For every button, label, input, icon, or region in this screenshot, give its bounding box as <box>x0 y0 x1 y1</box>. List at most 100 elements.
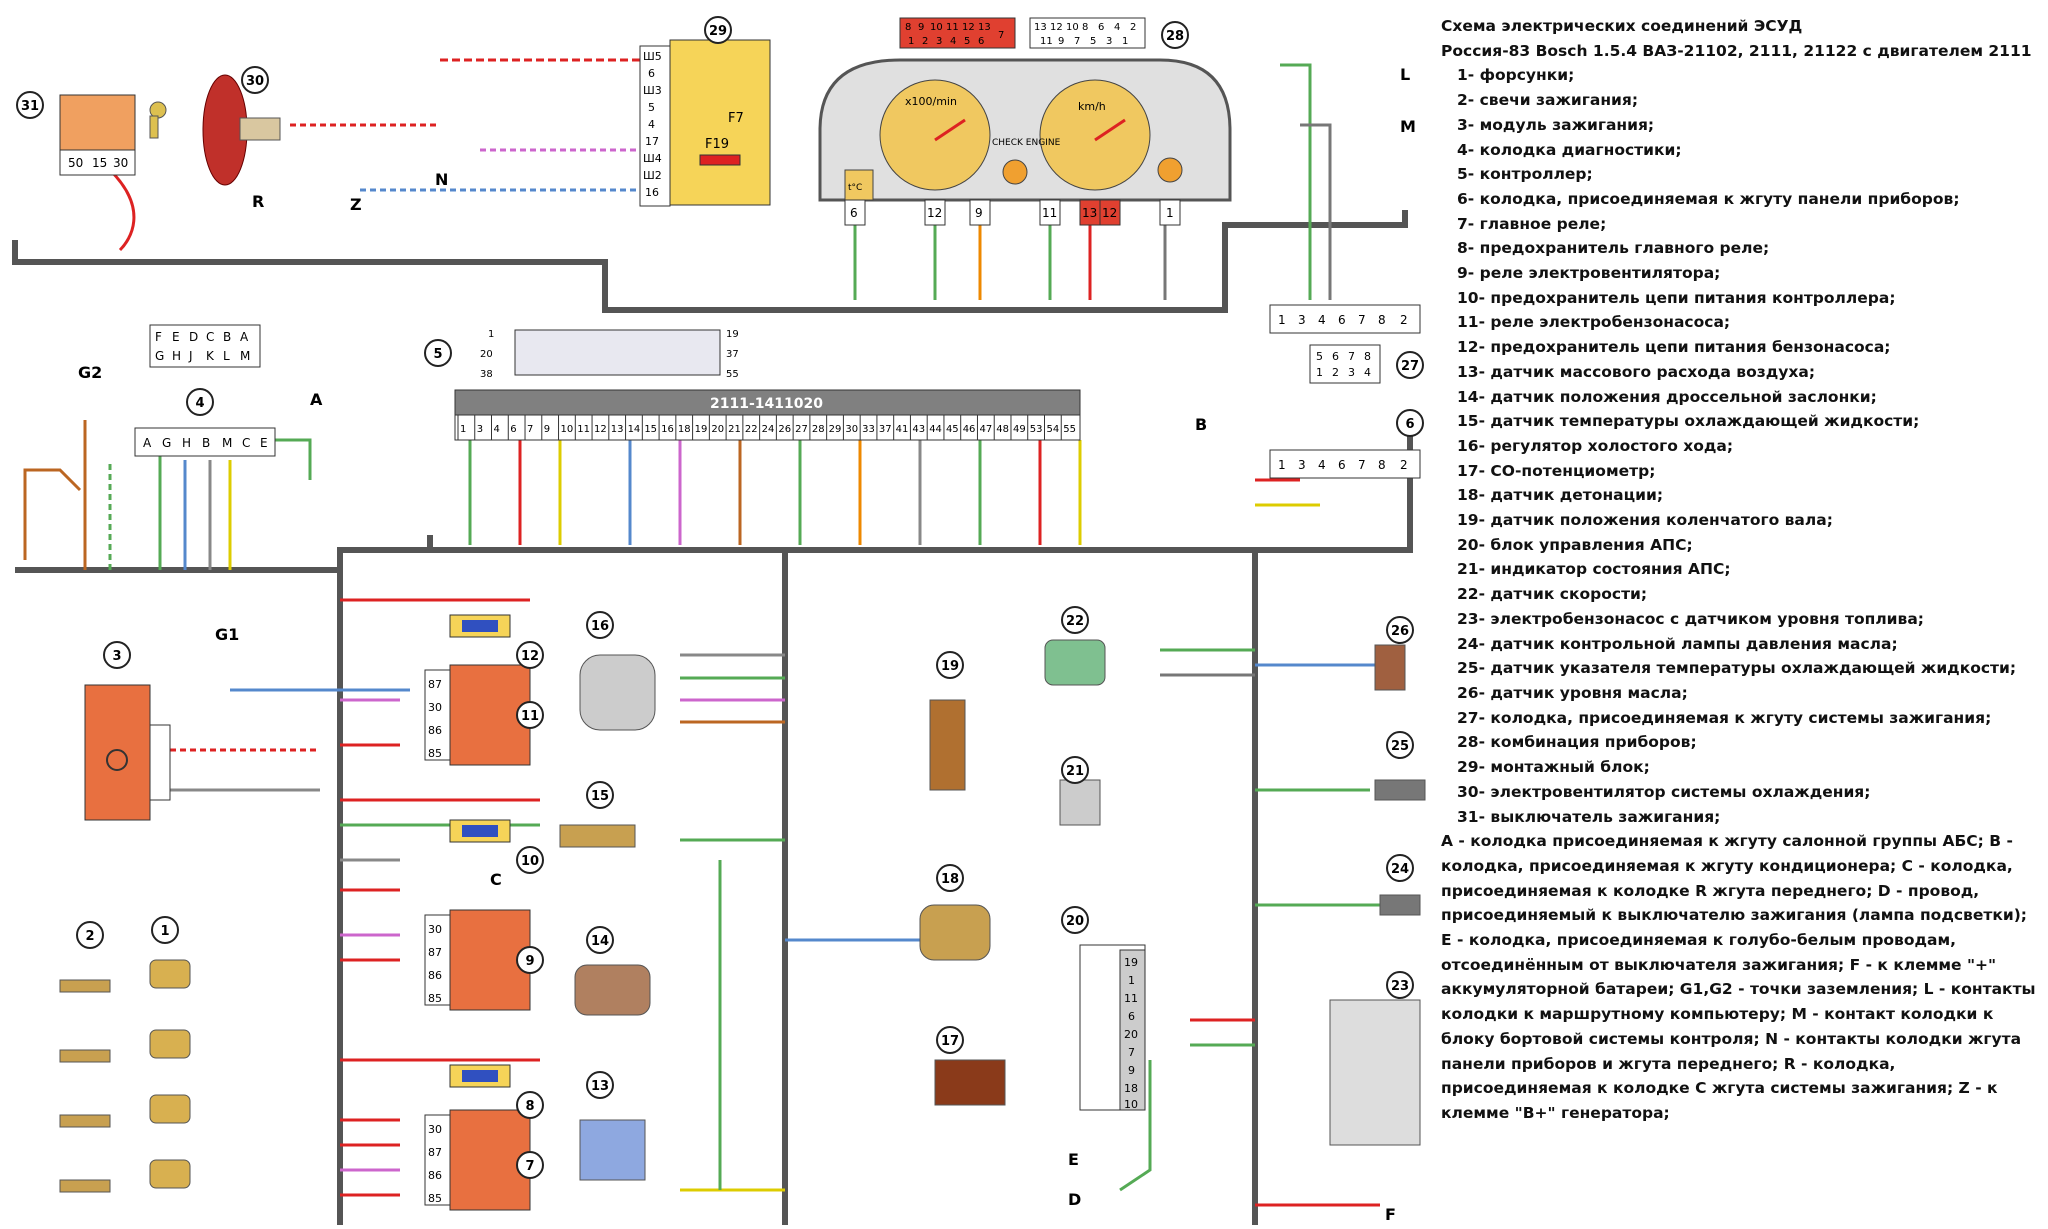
ignition-module <box>84 684 171 821</box>
coolant-gauge-sensor-icon <box>1374 779 1426 801</box>
legend-item: 21- индикатор состояния АПС; <box>1457 560 1731 579</box>
svg-text:12: 12 <box>927 206 942 220</box>
legend-item: 29- монтажный блок; <box>1457 758 1650 777</box>
callout-circle <box>1386 731 1414 759</box>
idle-regulator-icon <box>579 654 656 731</box>
speed-sensor-icon <box>1044 639 1106 686</box>
callout-circle <box>16 91 44 119</box>
letter-marker: G1 <box>215 625 239 644</box>
svg-text:km/h: km/h <box>1078 100 1106 113</box>
harness-trunks <box>12 210 1413 1225</box>
svg-text:6: 6 <box>1332 350 1339 363</box>
svg-text:4: 4 <box>1114 22 1120 33</box>
controller-connector-icon: 1 20 38 19 37 55 <box>480 329 739 380</box>
controller-pin-label: 44 <box>929 424 942 435</box>
letter-marker: R <box>252 192 264 211</box>
fuse-10 <box>449 819 511 843</box>
controller-pin-label: 48 <box>996 424 1009 435</box>
callout-circle <box>424 339 452 367</box>
maf-sensor-icon <box>579 1119 646 1181</box>
letter-marker: E <box>1068 1150 1079 1169</box>
svg-text:8: 8 <box>1378 458 1386 472</box>
svg-text:3: 3 <box>1298 313 1306 327</box>
callout-label: 2 <box>85 929 94 944</box>
svg-text:87: 87 <box>428 678 442 691</box>
controller-pin-label: 30 <box>845 424 858 435</box>
svg-text:30: 30 <box>428 1123 442 1136</box>
svg-text:2: 2 <box>1332 366 1339 379</box>
svg-text:17: 17 <box>645 135 659 148</box>
letter-marker: A <box>310 390 323 409</box>
oil-level-sensor-icon <box>1374 644 1406 691</box>
callout-circle <box>516 641 544 669</box>
svg-text:6: 6 <box>850 206 858 220</box>
callout-label: 14 <box>591 934 609 949</box>
svg-text:6: 6 <box>1338 458 1346 472</box>
legend-item: 19- датчик положения коленчатого вала; <box>1457 511 1833 530</box>
svg-text:10: 10 <box>1066 22 1079 33</box>
controller-pin-label: 43 <box>912 424 925 435</box>
cluster-pin-boxes: 6 12 9 11 13 12 1 <box>844 199 1181 226</box>
svg-text:A: A <box>240 330 249 344</box>
controller-pin-label: 18 <box>678 424 691 435</box>
mount-block: Ш5 6 Ш3 5 4 17 Ш4 Ш2 16 F7 F19 <box>639 39 771 207</box>
svg-text:B: B <box>223 330 231 344</box>
legend-item: 11- реле электробензонасоса; <box>1457 313 1731 332</box>
legend-item: 17- СО-потенциометр; <box>1457 461 1656 480</box>
legend-item: 5- контроллер; <box>1457 165 1593 184</box>
svg-text:30: 30 <box>428 701 442 714</box>
svg-text:2: 2 <box>1400 313 1408 327</box>
svg-text:8: 8 <box>905 22 911 33</box>
svg-text:1: 1 <box>488 329 494 340</box>
callout-label: 30 <box>246 74 264 89</box>
controller-pin-label: 10 <box>561 424 574 435</box>
callout-circle <box>1061 756 1089 784</box>
svg-text:38: 38 <box>480 369 493 380</box>
controller-pin-label: 29 <box>829 424 842 435</box>
svg-text:12: 12 <box>1102 206 1117 220</box>
controller-pin-label: 13 <box>611 424 624 435</box>
callout-circle <box>1061 906 1089 934</box>
svg-text:87: 87 <box>428 946 442 959</box>
callout-label: 27 <box>1401 359 1419 374</box>
callout-circle <box>186 388 214 416</box>
svg-text:C: C <box>242 436 250 450</box>
throttle-sensor-icon <box>574 964 651 1016</box>
controller-pin-label: 16 <box>661 424 674 435</box>
controller-pin-label: 19 <box>695 424 708 435</box>
svg-text:12: 12 <box>962 22 975 33</box>
svg-text:8: 8 <box>1364 350 1371 363</box>
callout-circle <box>586 781 614 809</box>
legend-item: 22- датчик скорости; <box>1457 585 1648 604</box>
svg-text:E: E <box>172 330 180 344</box>
svg-text:F19: F19 <box>705 137 729 152</box>
svg-text:8: 8 <box>1082 22 1088 33</box>
svg-text:9: 9 <box>918 22 924 33</box>
legend-item: 1- форсунки; <box>1457 66 1575 85</box>
callout-circle <box>586 926 614 954</box>
svg-text:87: 87 <box>428 1146 442 1159</box>
svg-text:C: C <box>206 330 214 344</box>
callout-label: 22 <box>1066 614 1084 629</box>
callout-circle <box>1386 616 1414 644</box>
letter-marker: F <box>1385 1205 1396 1224</box>
letter-marker: N <box>435 170 448 189</box>
svg-text:85: 85 <box>428 1192 442 1205</box>
callout-label: 11 <box>521 709 539 724</box>
legend-items: 1- форсунки;2- свечи зажигания;3- модуль… <box>1441 63 2041 829</box>
svg-text:55: 55 <box>726 369 739 380</box>
svg-text:2: 2 <box>1130 22 1136 33</box>
callout-label: 16 <box>591 619 609 634</box>
legend-title-1: Схема электрических соединений ЭСУД <box>1441 17 1803 35</box>
callout-label: 25 <box>1391 739 1409 754</box>
svg-text:2: 2 <box>922 36 928 47</box>
ignition-switch: 50 15 30 <box>59 94 167 176</box>
letter-marker: M <box>1400 117 1416 136</box>
svg-text:20: 20 <box>1124 1028 1138 1041</box>
fuse-12 <box>449 614 511 638</box>
letter-marker: D <box>1068 1190 1081 1209</box>
svg-text:7: 7 <box>1128 1046 1135 1059</box>
svg-text:F: F <box>155 330 162 344</box>
